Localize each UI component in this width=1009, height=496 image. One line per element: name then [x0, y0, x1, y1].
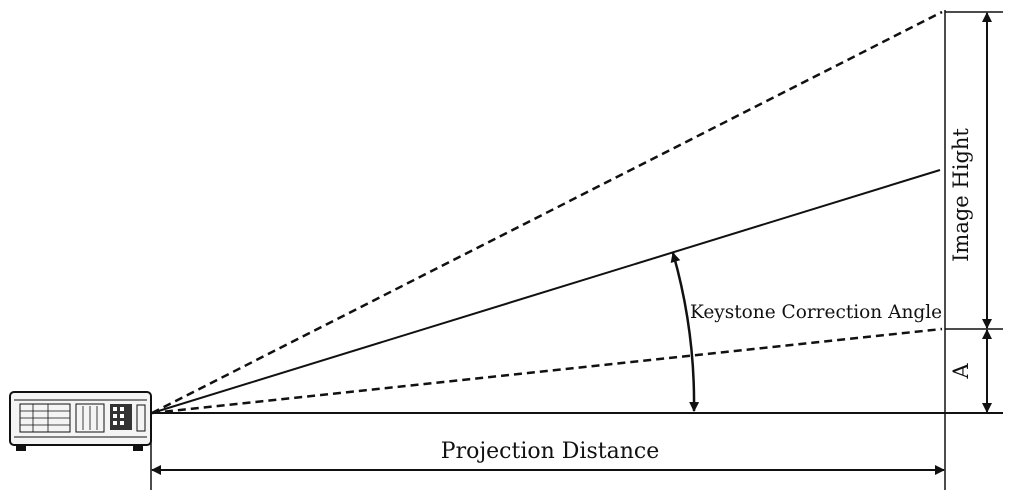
upper-dashed-ray	[151, 10, 943, 415]
keystone-angle-label: Keystone Correction Angle	[690, 302, 942, 323]
projector-icon	[9, 391, 152, 451]
lower-dashed-ray	[151, 327, 943, 415]
keystone-angle-arc	[670, 252, 700, 412]
center-ray	[151, 169, 941, 414]
offset-a-label: A	[949, 363, 973, 380]
projection-distance-label: Projection Distance	[441, 439, 659, 464]
image-height-label: Image Hight	[949, 128, 973, 262]
